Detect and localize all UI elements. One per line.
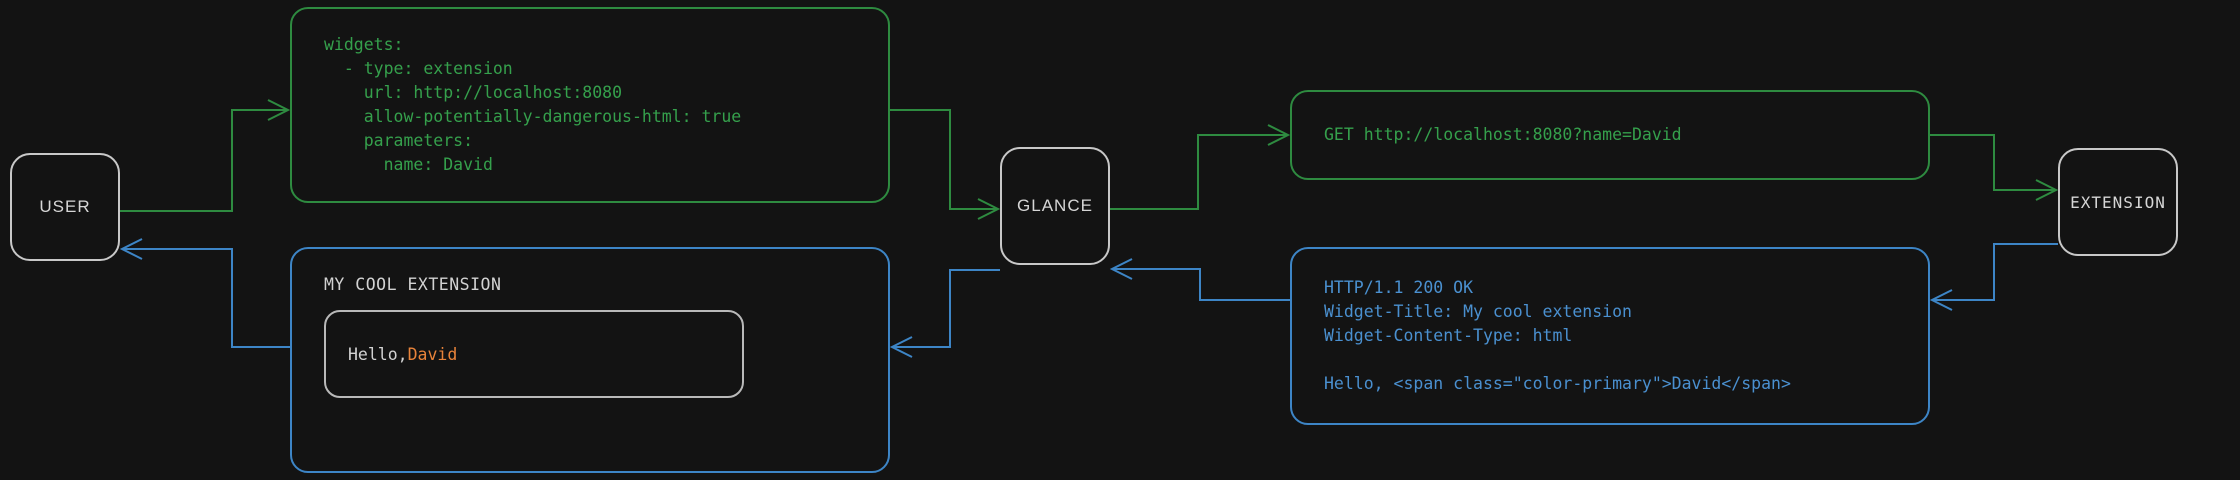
widget-accent-name: David	[407, 344, 458, 364]
widget-content-card: Hello, David	[324, 310, 744, 398]
wire-widget-to-user	[119, 238, 290, 348]
wire-glance-to-get	[1110, 124, 1291, 210]
message-http-response: HTTP/1.1 200 OK Widget-Title: My cool ex…	[1290, 247, 1930, 425]
wire-user-to-yaml	[120, 99, 291, 212]
wire-glance-to-widget	[889, 269, 1000, 358]
node-glance-label: GLANCE	[1017, 196, 1093, 215]
http-response-text: HTTP/1.1 200 OK Widget-Title: My cool ex…	[1324, 278, 1791, 393]
wire-get-to-extension	[1930, 134, 2059, 201]
node-user[interactable]: USER	[10, 153, 120, 261]
message-rendered-widget: MY COOL EXTENSION Hello, David	[290, 247, 890, 473]
widget-greeting-text: Hello,	[348, 344, 408, 364]
message-yaml-config: widgets: - type: extension url: http://l…	[290, 7, 890, 203]
node-extension[interactable]: EXTENSION	[2058, 148, 2178, 256]
node-user-label: USER	[39, 197, 91, 216]
get-request-text: GET http://localhost:8080?name=David	[1324, 125, 1682, 144]
wire-http-to-glance	[1109, 258, 1290, 301]
widget-title: MY COOL EXTENSION	[324, 275, 502, 294]
widget-preview: MY COOL EXTENSION Hello, David	[292, 249, 888, 398]
node-extension-label: EXTENSION	[2070, 192, 2166, 212]
yaml-config-text: widgets: - type: extension url: http://l…	[324, 35, 742, 174]
wire-extension-to-http	[1929, 243, 2058, 311]
wire-yaml-to-glance	[890, 109, 1001, 220]
node-glance[interactable]: GLANCE	[1000, 147, 1110, 265]
message-get-request: GET http://localhost:8080?name=David	[1290, 90, 1930, 180]
